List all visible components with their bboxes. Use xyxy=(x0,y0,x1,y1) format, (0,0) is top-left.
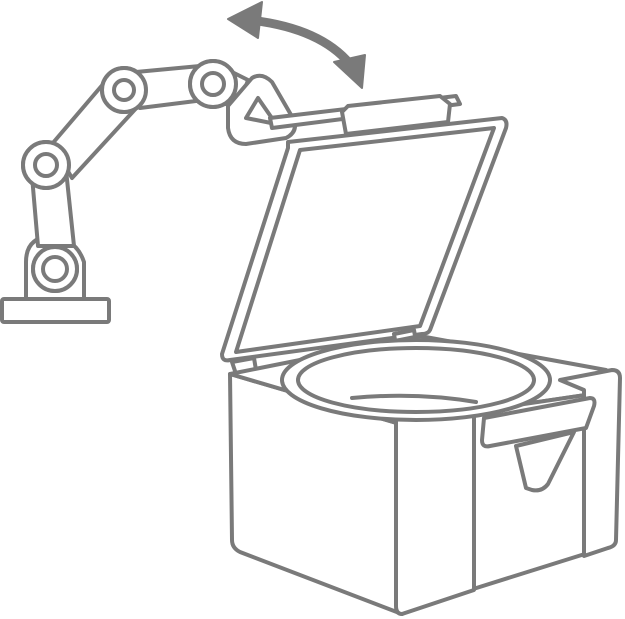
front-handle-grip xyxy=(514,430,576,493)
robot-base-plate xyxy=(0,297,111,324)
lid-handle-rod xyxy=(268,94,462,136)
front-handle xyxy=(480,396,597,493)
double-headed-curved-arrow-icon xyxy=(227,1,366,89)
container-left-face xyxy=(228,372,404,616)
open-lid xyxy=(220,116,509,376)
inner-bowl xyxy=(280,338,552,422)
robot-arm xyxy=(0,59,250,324)
